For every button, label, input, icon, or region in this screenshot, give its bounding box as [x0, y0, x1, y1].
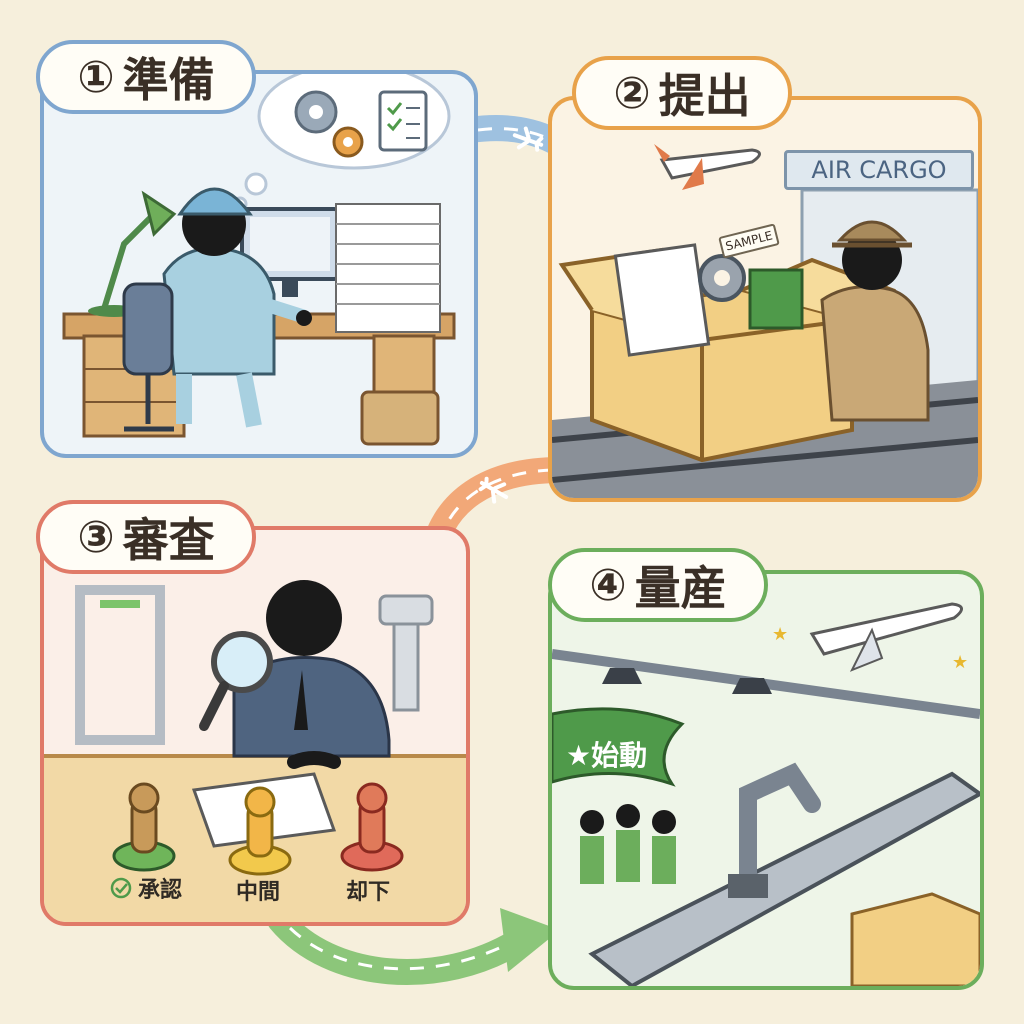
step-number: ④	[589, 559, 627, 611]
flag	[552, 707, 685, 787]
air-cargo-sign: AIR CARGO	[784, 150, 974, 190]
inspector-figure	[232, 580, 391, 769]
star-icon: ★	[952, 652, 968, 673]
gear-icon	[294, 90, 338, 134]
gear-icon	[698, 254, 746, 302]
step-number: ①	[77, 51, 115, 103]
courier-figure	[820, 220, 930, 422]
airplane-icon	[654, 144, 761, 190]
step-number: ③	[77, 511, 115, 563]
panel-mass-production: ★ ★	[548, 570, 984, 990]
stamp-label-middle: 中間	[236, 880, 281, 905]
check-icon	[110, 877, 132, 899]
preparation-scene	[62, 74, 456, 446]
stamp-approve	[112, 782, 176, 872]
step-label: 審査	[122, 513, 215, 567]
submission-scene	[552, 144, 978, 498]
magnifier-icon	[199, 631, 273, 731]
checklist-icon	[378, 90, 428, 152]
arrow-3-to-4-head	[500, 908, 560, 972]
stamp-label-approve: 承認	[110, 872, 182, 904]
step-title-4: ④ 量産	[548, 548, 768, 622]
step-title-2: ② 提出	[572, 56, 792, 130]
panel-preparation	[40, 70, 478, 458]
step-title-3: ③ 審査	[36, 500, 256, 574]
airplane-icon	[512, 126, 544, 152]
panel-submission	[548, 96, 982, 502]
production-scene: ★ ★	[552, 602, 980, 986]
flag-label: ★始動	[566, 739, 648, 772]
stamp-label-reject: 却下	[346, 880, 391, 905]
robot-arm	[728, 762, 821, 898]
worker-figure	[162, 187, 312, 428]
panel-review	[40, 526, 470, 926]
svg-text:★: ★	[772, 624, 788, 645]
workers-group	[580, 804, 676, 884]
stamp-reject	[340, 782, 404, 872]
step-label: 準備	[122, 53, 215, 107]
step-title-1: ① 準備	[36, 40, 256, 114]
airplane-icon	[478, 476, 509, 504]
step-label: 提出	[658, 69, 751, 123]
document-stack	[335, 203, 441, 333]
step-label: 量産	[634, 561, 727, 615]
stamp-label-text: 承認	[138, 878, 183, 903]
svg-text:★: ★	[952, 652, 968, 673]
gear-icon	[332, 126, 364, 158]
step-number: ②	[613, 67, 651, 119]
arrow-3-to-4	[267, 907, 533, 985]
review-scene	[44, 580, 466, 922]
star-icon: ★	[772, 624, 788, 645]
airplane-icon	[809, 602, 963, 672]
stamp-middle	[228, 786, 292, 876]
